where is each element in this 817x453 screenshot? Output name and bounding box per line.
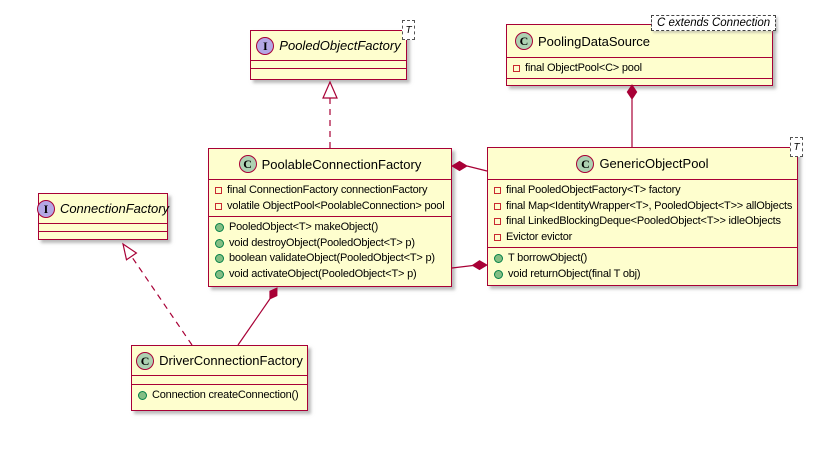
- class-box-driver-connection-factory: C DriverConnectionFactory Connection cre…: [131, 345, 308, 411]
- field-text: final LinkedBlockingDeque<PooledObject<T…: [506, 215, 781, 227]
- field-icon: [513, 65, 520, 73]
- method-icon: [215, 223, 224, 233]
- field-row: final ObjectPool<C> pool: [513, 61, 766, 77]
- composition-edge-poolingdatasource-genericobjectpool: [626, 84, 638, 147]
- realization-edge-driverconnectionfactory-connectionfactory: [122, 242, 193, 346]
- method-text: T borrowObject(): [508, 252, 588, 264]
- fields-compartment-empty: [251, 60, 406, 68]
- method-row: void returnObject(final T obj): [494, 267, 791, 283]
- realization-edge-poolableconnectionfactory-pooledobjectfactory: [322, 80, 338, 148]
- field-row: final Map<IdentityWrapper<T>, PooledObje…: [494, 199, 793, 215]
- field-icon: [494, 218, 501, 226]
- class-name: GenericObjectPool: [599, 156, 709, 171]
- method-text: Connection createConnection(): [152, 389, 299, 401]
- methods-compartment-empty: [39, 231, 167, 239]
- class-title: C GenericObjectPool: [488, 148, 797, 179]
- class-title: C DriverConnectionFactory: [132, 346, 307, 375]
- fields-compartment-empty: [132, 375, 307, 384]
- methods-compartment-empty: [507, 78, 772, 85]
- field-text: final PooledObjectFactory<T> factory: [506, 184, 681, 196]
- field-icon: [215, 187, 222, 195]
- method-text: boolean validateObject(PooledObject<T> p…: [229, 252, 435, 264]
- composition-diamond: [269, 287, 278, 300]
- hollow-triangle-arrowhead: [322, 80, 338, 99]
- method-row: void activateObject(PooledObject<T> p): [215, 267, 445, 283]
- methods-compartment: PooledObject<T> makeObject() void destro…: [209, 216, 451, 286]
- class-spot-icon: C: [238, 155, 257, 173]
- method-row: PooledObject<T> makeObject(): [215, 220, 445, 236]
- class-name: ConnectionFactory: [59, 201, 170, 216]
- class-name: DriverConnectionFactory: [159, 353, 303, 368]
- fields-compartment-empty: [39, 223, 167, 231]
- method-text: void returnObject(final T obj): [508, 267, 641, 280]
- method-row: Connection createConnection(): [138, 388, 301, 404]
- composition-diamond: [626, 84, 638, 100]
- method-icon: [215, 269, 224, 279]
- field-icon: [494, 202, 501, 210]
- field-text: final ConnectionFactory connectionFactor…: [227, 184, 428, 196]
- composition-edge-poolableconnectionfactory-genericobjectpool: [451, 160, 488, 172]
- composition-diamond: [451, 160, 468, 172]
- class-box-generic-object-pool: C GenericObjectPool final PooledObjectFa…: [487, 147, 798, 286]
- method-icon: [138, 391, 147, 401]
- class-box-pooling-data-source: C PoolingDataSource final ObjectPool<C> …: [506, 24, 773, 86]
- method-text: void destroyObject(PooledObject<T> p): [229, 236, 415, 249]
- interface-spot-icon: I: [256, 36, 275, 55]
- class-title: C PoolableConnectionFactory: [209, 149, 451, 179]
- field-row: final ConnectionFactory connectionFactor…: [215, 183, 445, 199]
- method-icon: [215, 254, 224, 264]
- method-text: void activateObject(PooledObject<T> p): [229, 267, 417, 280]
- field-row: final PooledObjectFactory<T> factory: [494, 183, 791, 199]
- class-title: C PoolingDataSource: [507, 25, 772, 57]
- hollow-triangle-arrowhead: [122, 242, 138, 261]
- method-row: boolean validateObject(PooledObject<T> p…: [215, 251, 445, 267]
- field-text: volatile ObjectPool<PoolableConnection> …: [227, 199, 445, 212]
- template-parameter-box: T: [402, 20, 415, 40]
- method-row: T borrowObject(): [494, 251, 791, 267]
- fields-compartment: final ConnectionFactory connectionFactor…: [209, 179, 451, 216]
- field-text: final Map<IdentityWrapper<T>, PooledObje…: [506, 199, 793, 212]
- field-row: Evictor evictor: [494, 230, 791, 246]
- field-icon: [215, 202, 222, 210]
- composition-diamond: [471, 260, 488, 271]
- methods-compartment-empty: [251, 68, 406, 79]
- method-row: void destroyObject(PooledObject<T> p): [215, 236, 445, 252]
- field-text: final ObjectPool<C> pool: [525, 62, 642, 74]
- class-box-pooled-object-factory: I PooledObjectFactory: [250, 30, 407, 80]
- class-title: I ConnectionFactory: [36, 194, 170, 223]
- methods-compartment: Connection createConnection(): [132, 384, 307, 410]
- template-parameter-box: T: [790, 137, 803, 157]
- method-icon: [215, 238, 224, 248]
- field-row: volatile ObjectPool<PoolableConnection> …: [215, 199, 445, 215]
- method-text: PooledObject<T> makeObject(): [229, 221, 379, 233]
- interface-spot-icon: I: [36, 199, 55, 218]
- field-icon: [494, 187, 501, 195]
- class-name: PooledObjectFactory: [279, 38, 401, 53]
- fields-compartment: final PooledObjectFactory<T> factory fin…: [488, 179, 797, 247]
- class-box-connection-factory: I ConnectionFactory: [36, 193, 170, 240]
- class-name: PoolableConnectionFactory: [261, 156, 422, 172]
- method-icon: [494, 269, 503, 279]
- generic-constraint-note: C extends Connection: [651, 15, 777, 31]
- composition-edge-poolableconnectionfactory-driverconnectionfactory: [237, 287, 278, 346]
- class-spot-icon: C: [515, 32, 533, 50]
- field-icon: [494, 233, 501, 241]
- class-name: PoolingDataSource: [538, 33, 651, 49]
- class-spot-icon: C: [576, 154, 595, 173]
- class-spot-icon: C: [136, 351, 155, 370]
- composition-edge-genericobjectpool-poolableconnectionfactory: [451, 260, 488, 271]
- class-box-poolable-connection-factory: C PoolableConnectionFactory final Connec…: [208, 148, 452, 287]
- methods-compartment: T borrowObject() void returnObject(final…: [488, 247, 797, 285]
- method-icon: [494, 254, 503, 264]
- fields-compartment: final ObjectPool<C> pool: [507, 57, 772, 78]
- field-row: final LinkedBlockingDeque<PooledObject<T…: [494, 214, 791, 230]
- field-text: Evictor evictor: [506, 230, 573, 243]
- class-title: I PooledObjectFactory: [251, 31, 406, 60]
